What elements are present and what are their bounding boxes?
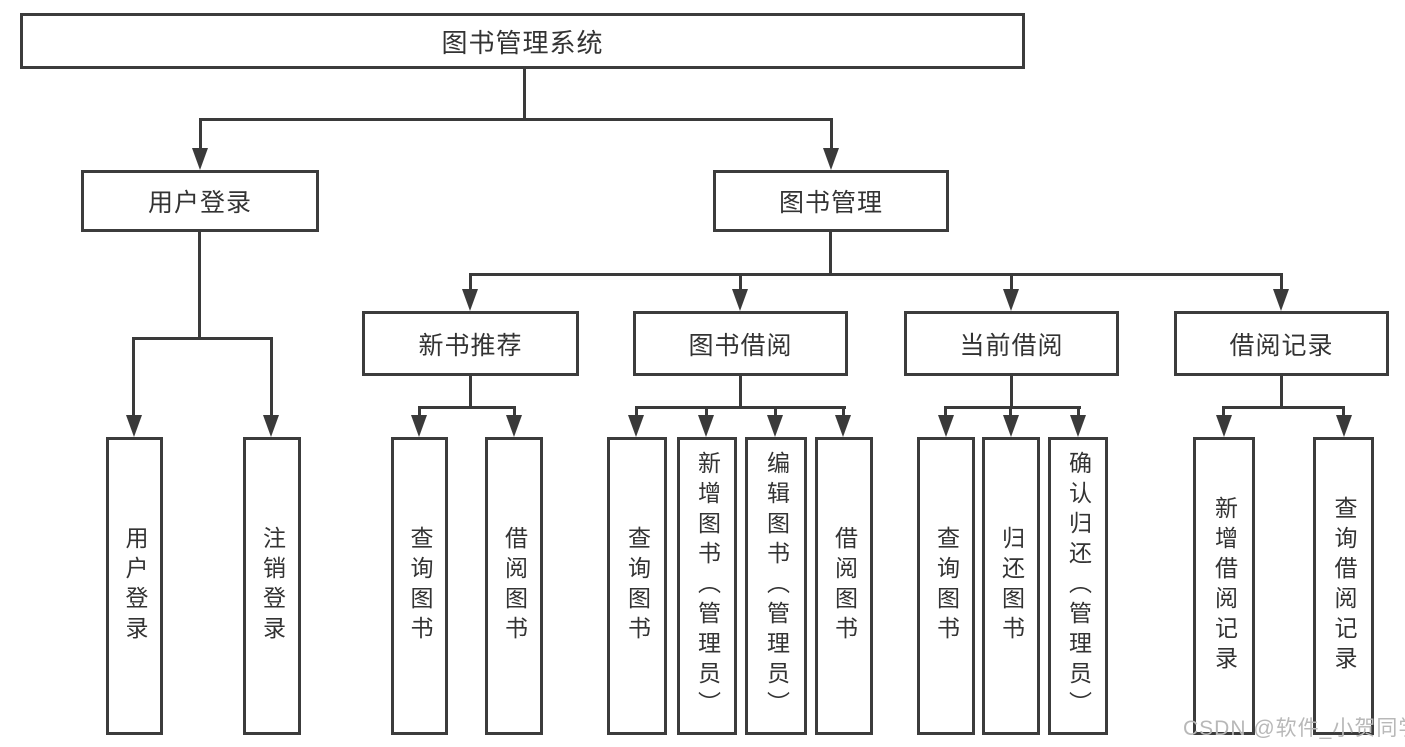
connector-line (1222, 406, 1225, 420)
connector-line (944, 406, 947, 420)
connector-line (739, 376, 742, 406)
arrow-down-icon (732, 289, 748, 311)
arrow-down-icon (126, 415, 142, 437)
node-label: 新书推荐 (418, 331, 523, 360)
connector-line (198, 232, 201, 337)
connector-line (774, 406, 777, 420)
node-label: 新增图书（管理员） (694, 451, 721, 721)
arrow-down-icon (263, 415, 279, 437)
connector-line (469, 273, 1283, 276)
arrow-down-icon (1336, 415, 1352, 437)
leaf-user-login: 用户登录 (106, 437, 163, 735)
arrow-down-icon (628, 415, 644, 437)
arrow-down-icon (506, 415, 522, 437)
node-label: 新增借阅记录 (1211, 496, 1238, 676)
node-library-management-system: 图书管理系统 (20, 13, 1025, 69)
leaf-recommend-borrow-books: 借阅图书 (485, 437, 543, 735)
arrow-down-icon (835, 415, 851, 437)
leaf-current-query-books: 查询图书 (917, 437, 975, 735)
node-label: 注销登录 (259, 526, 286, 646)
node-label: 借阅图书 (831, 526, 858, 646)
connector-line (469, 376, 472, 407)
node-label: 确认归还（管理员） (1065, 451, 1092, 721)
connector-line (635, 406, 846, 409)
node-user-login: 用户登录 (81, 170, 319, 232)
arrow-down-icon (767, 415, 783, 437)
arrow-down-icon (698, 415, 714, 437)
connector-line (270, 337, 273, 419)
node-new-book-recommendation: 新书推荐 (362, 311, 579, 376)
node-label: 用户登录 (122, 526, 148, 646)
connector-line (1010, 273, 1013, 293)
node-borrowing-records: 借阅记录 (1174, 311, 1389, 376)
connector-line (944, 406, 1081, 409)
arrow-down-icon (411, 415, 427, 437)
connector-line (469, 273, 472, 293)
connector-line (705, 406, 708, 420)
leaf-borrowing-add-books-admin: 新增图书（管理员） (677, 437, 737, 735)
connector-line (132, 337, 135, 419)
node-label: 查询图书 (933, 526, 960, 646)
connector-line (513, 406, 516, 420)
leaf-current-return-books: 归还图书 (982, 437, 1040, 735)
connector-line (1077, 406, 1080, 420)
arrow-down-icon (1070, 415, 1086, 437)
arrow-down-icon (192, 148, 208, 170)
leaf-recommend-query-books: 查询图书 (391, 437, 448, 735)
leaf-borrowing-borrow-books: 借阅图书 (815, 437, 873, 735)
arrow-down-icon (1003, 415, 1019, 437)
connector-line (739, 273, 742, 293)
connector-line (199, 118, 202, 158)
leaf-records-add-borrow-record: 新增借阅记录 (1193, 437, 1255, 735)
connector-line (1009, 406, 1012, 420)
connector-line (1010, 376, 1013, 407)
watermark: CSDN @软件_小贺同学 (1183, 717, 1405, 740)
node-label: 借阅记录 (1229, 331, 1334, 360)
node-label: 编辑图书（管理员） (763, 451, 790, 721)
node-label: 归还图书 (998, 526, 1025, 646)
arrow-down-icon (823, 148, 839, 170)
connector-line (842, 406, 845, 420)
arrow-down-icon (1003, 289, 1019, 311)
leaf-logout-login: 注销登录 (243, 437, 301, 735)
leaf-borrowing-edit-books-admin: 编辑图书（管理员） (745, 437, 807, 735)
arrow-down-icon (1216, 415, 1232, 437)
connector-line (830, 118, 833, 158)
connector-line (418, 406, 421, 420)
connector-line (1342, 406, 1345, 420)
leaf-borrowing-query-books: 查询图书 (607, 437, 667, 735)
connector-line (829, 232, 832, 273)
node-label: 图书借阅 (688, 331, 793, 360)
node-label: 查询借阅记录 (1331, 496, 1357, 676)
leaf-records-query-borrow-record: 查询借阅记录 (1313, 437, 1374, 735)
arrow-down-icon (462, 289, 478, 311)
node-label: 图书管理系统 (441, 27, 604, 58)
connector-line (635, 406, 638, 420)
connector-line (132, 337, 273, 340)
connector-line (523, 69, 526, 118)
node-label: 用户登录 (147, 189, 252, 217)
node-label: 查询图书 (407, 526, 433, 646)
connector-line (1222, 406, 1345, 409)
connector-line (1280, 376, 1283, 406)
node-label: 当前借阅 (959, 331, 1064, 360)
node-label: 查询图书 (624, 526, 651, 646)
node-book-management: 图书管理 (713, 170, 949, 232)
arrow-down-icon (938, 415, 954, 437)
connector-line (1280, 273, 1283, 293)
arrow-down-icon (1273, 289, 1289, 311)
leaf-current-confirm-return-admin: 确认归还（管理员） (1048, 437, 1108, 735)
node-label: 借阅图书 (501, 526, 528, 646)
node-current-borrowing: 当前借阅 (904, 311, 1119, 376)
node-book-borrowing: 图书借阅 (633, 311, 848, 376)
node-label: 图书管理 (778, 189, 883, 217)
connector-line (418, 406, 516, 409)
connector-line (199, 118, 833, 121)
